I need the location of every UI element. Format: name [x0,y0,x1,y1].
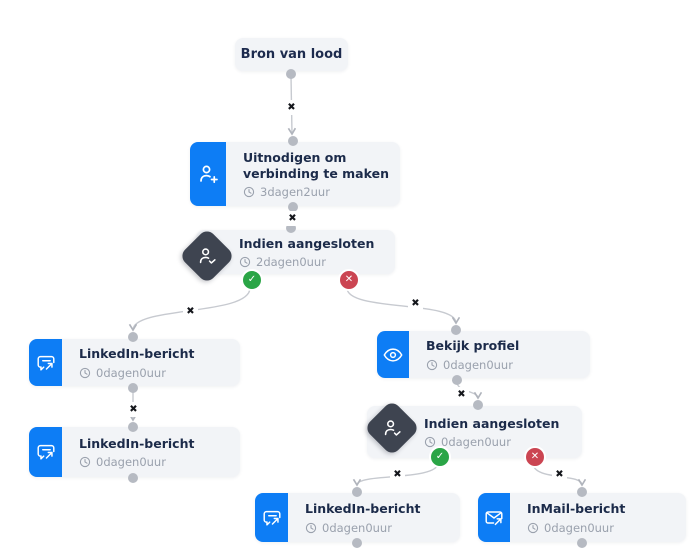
user-plus-icon [190,142,226,206]
node-linkedin-message-2[interactable]: LinkedIn-bericht 0dagen0uur [29,427,240,477]
eye-icon [377,331,409,378]
delete-step-button[interactable]: ✖ [183,304,198,319]
node-timer: 0dagen0uur [79,455,194,469]
node-view-profile[interactable]: Bekijk profiel 0dagen0uur [377,331,590,378]
delete-step-button[interactable]: ✖ [126,402,141,417]
node-title: Indien aangesloten [239,235,375,251]
node-timer: 0dagen0uur [79,366,194,380]
node-inmail-message[interactable]: InMail-bericht 0dagen0uur [478,493,686,542]
node-title: InMail-bericht [527,501,626,517]
delete-step-button[interactable]: ✖ [284,100,299,115]
chat-arrow-icon [29,339,62,386]
node-timer-value: 0dagen0uur [443,357,513,372]
node-linkedin-message-3[interactable]: LinkedIn-bericht 0dagen0uur [255,493,460,542]
node-title: Uitnodigen om verbinding te maken [243,149,389,181]
node-title: Indien aangesloten [424,415,560,431]
condition-yes-badge: ✓ [241,269,263,291]
user-check-icon [178,227,236,285]
node-timer: 2dagen0uur [239,255,374,269]
delete-step-button[interactable]: ✖ [552,467,567,482]
clock-icon [239,256,251,268]
clock-icon [424,436,436,448]
clock-icon [305,522,317,533]
node-timer: 0dagen0uur [305,521,420,535]
delete-step-button[interactable]: ✖ [408,296,423,311]
delete-step-button[interactable]: ✖ [454,387,469,402]
mail-arrow-icon [478,493,510,542]
condition-no-badge: ✕ [338,269,360,291]
condition-no-badge: ✕ [524,446,546,468]
node-timer: 0dagen0uur [426,358,519,372]
node-title: LinkedIn-bericht [305,501,421,517]
node-title: LinkedIn-bericht [79,435,195,451]
node-linkedin-message-1[interactable]: LinkedIn-bericht 0dagen0uur [29,339,240,386]
condition-yes-badge: ✓ [429,446,451,468]
clock-icon [79,367,91,378]
node-timer-value: 0dagen0uur [441,435,511,450]
delete-step-button[interactable]: ✖ [390,467,405,482]
clock-icon [79,456,91,468]
node-timer: 0dagen0uur [424,435,559,449]
node-timer-value: 3dagen2uur [260,185,330,200]
node-lead-source[interactable]: Bron van lood [235,38,348,71]
node-title: Bron van lood [240,47,343,62]
clock-icon [527,522,539,533]
node-timer-value: 0dagen0uur [544,520,614,535]
node-timer: 3dagen2uur [243,185,394,199]
node-title: Bekijk profiel [426,338,520,354]
connector-condition1-no [346,287,456,323]
delete-step-button[interactable]: ✖ [285,211,300,226]
node-timer-value: 0dagen0uur [322,520,392,535]
node-timer: 0dagen0uur [527,521,625,535]
clock-icon [426,359,438,370]
clock-icon [243,187,255,198]
node-title: LinkedIn-bericht [79,346,195,362]
node-invite-to-connect[interactable]: Uitnodigen om verbinding te maken 3dagen… [190,142,400,206]
node-timer-value: 0dagen0uur [96,365,166,380]
node-timer-value: 2dagen0uur [256,255,326,270]
chat-arrow-icon [255,493,288,542]
chat-arrow-icon [29,427,62,477]
node-timer-value: 0dagen0uur [96,455,166,470]
user-check-icon [363,399,421,457]
